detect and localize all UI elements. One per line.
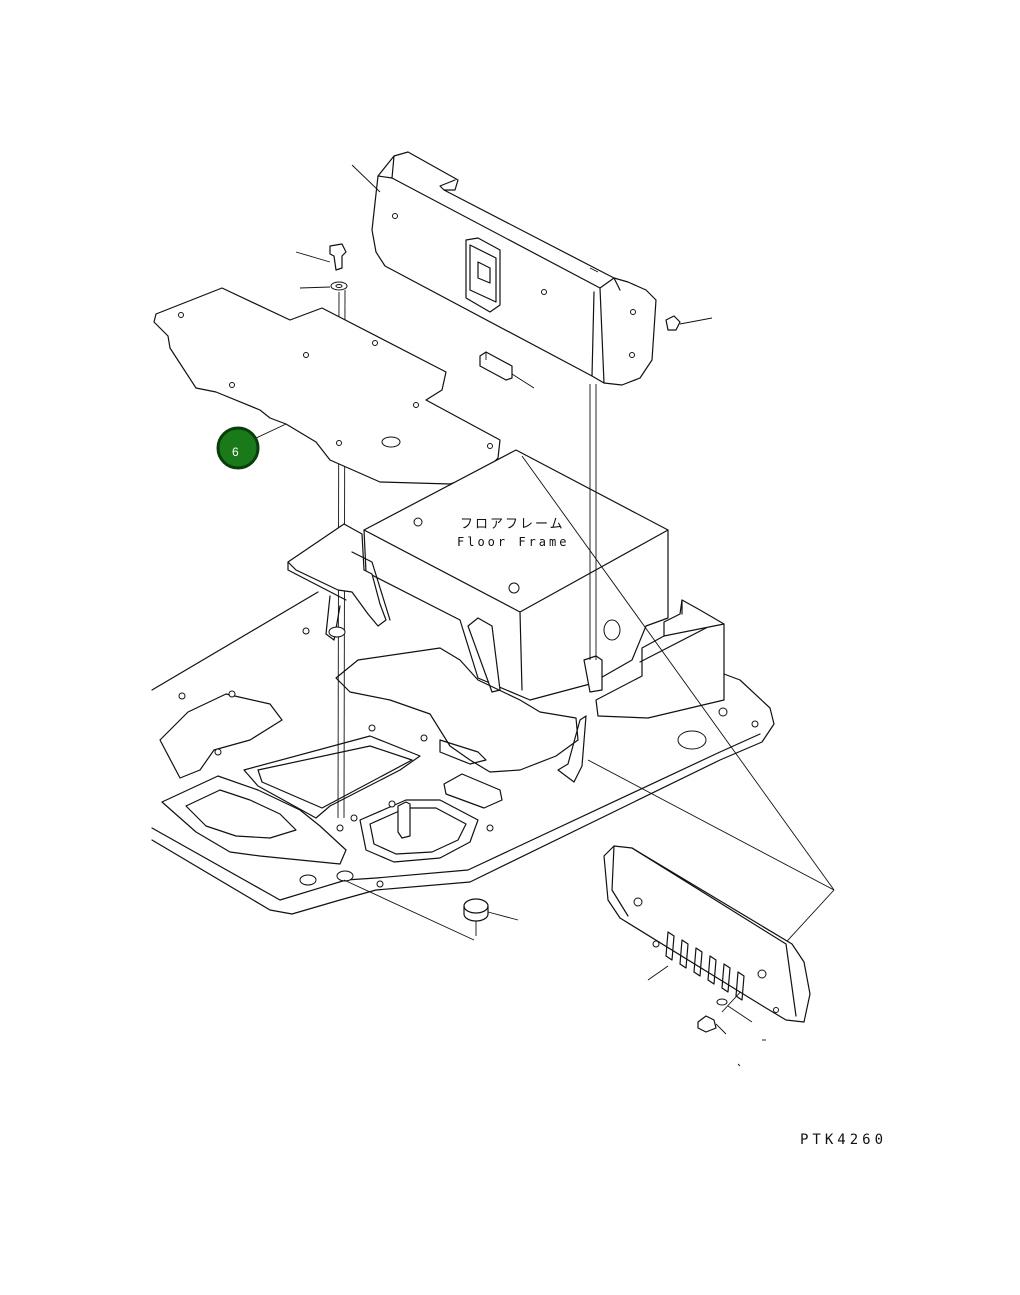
grille-slots <box>665 931 745 1001</box>
frame-left-bracket <box>287 523 391 641</box>
bolt-right <box>665 315 713 331</box>
floor-frame-label-jp: フロアフレーム <box>460 517 565 532</box>
rubber-block <box>479 351 535 389</box>
callout-6-number: 6 <box>232 445 239 459</box>
rubber-plug <box>463 898 519 936</box>
callout-6-badge[interactable]: 6 <box>216 426 260 470</box>
base-floor-plate <box>151 591 775 915</box>
bolt-bottom <box>697 998 766 1067</box>
drawing-code: PTK4260 <box>800 1132 887 1148</box>
grille-cover <box>603 845 811 1023</box>
floor-frame-box: フロアフレーム Floor Frame <box>363 449 669 701</box>
floor-frame-label-en: Floor Frame <box>457 535 569 549</box>
floor-mat-plate <box>153 287 501 485</box>
top-cover <box>351 151 657 386</box>
frame-gussets <box>467 384 603 783</box>
frame-right-rail <box>595 599 725 719</box>
callout-6-leader <box>251 423 287 441</box>
